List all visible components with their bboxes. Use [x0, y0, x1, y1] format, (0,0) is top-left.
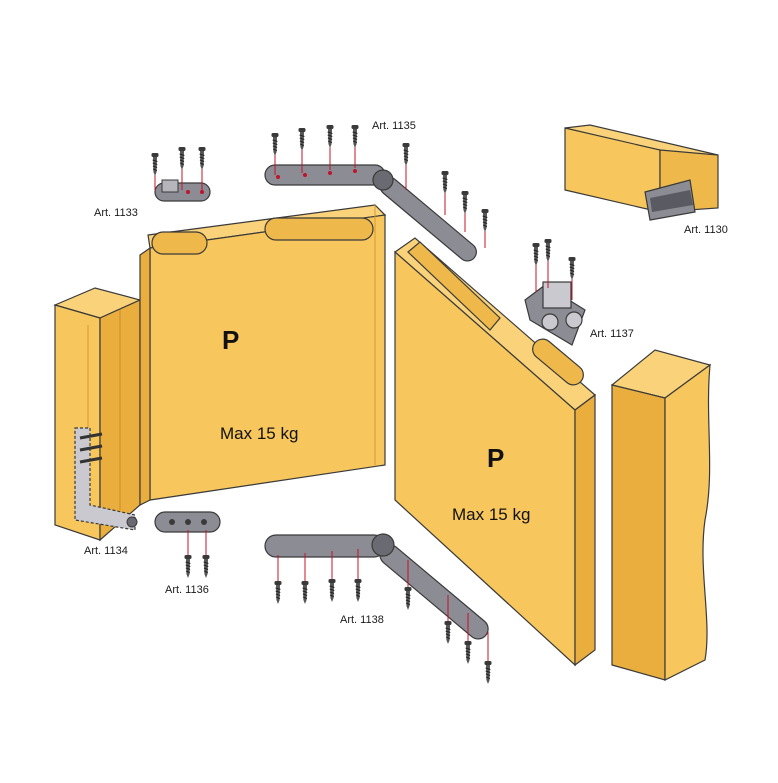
right-wall-post: [610, 349, 712, 681]
right-panel: [394, 237, 596, 667]
top-pivot-bracket-1133: [151, 146, 211, 202]
top-connecting-arm-1135: [264, 124, 489, 262]
right-panel-slot-a: [407, 241, 501, 331]
floor-angle-bracket-1134: [74, 427, 138, 531]
bottom-connecting-arm-1138: [264, 533, 492, 685]
left-panel-slot-a: [151, 231, 208, 255]
right-panel-letter: P: [487, 443, 505, 473]
left-panel-letter: P: [222, 325, 240, 355]
left-frame-post: [53, 287, 142, 542]
roller-carriage-1137: [524, 238, 586, 346]
label-art-1137: Art. 1137: [590, 328, 634, 340]
label-art-1130: Art. 1130: [684, 224, 728, 236]
label-art-1138: Art. 1138: [340, 614, 384, 626]
left-panel-max-load: Max 15 kg: [220, 424, 299, 443]
label-art-1135: Art. 1135: [372, 120, 416, 132]
left-panel-slot-b: [264, 217, 374, 241]
right-panel-max-load: Max 15 kg: [452, 505, 531, 524]
label-art-1133: Art. 1133: [94, 207, 138, 219]
label-art-1136: Art. 1136: [165, 584, 209, 596]
right-panel-slot-b: [532, 338, 584, 386]
left-panel: [139, 204, 387, 506]
floor-plate-1136: [154, 511, 221, 579]
ceiling-track: [564, 124, 719, 221]
label-art-1134: Art. 1134: [84, 545, 128, 557]
